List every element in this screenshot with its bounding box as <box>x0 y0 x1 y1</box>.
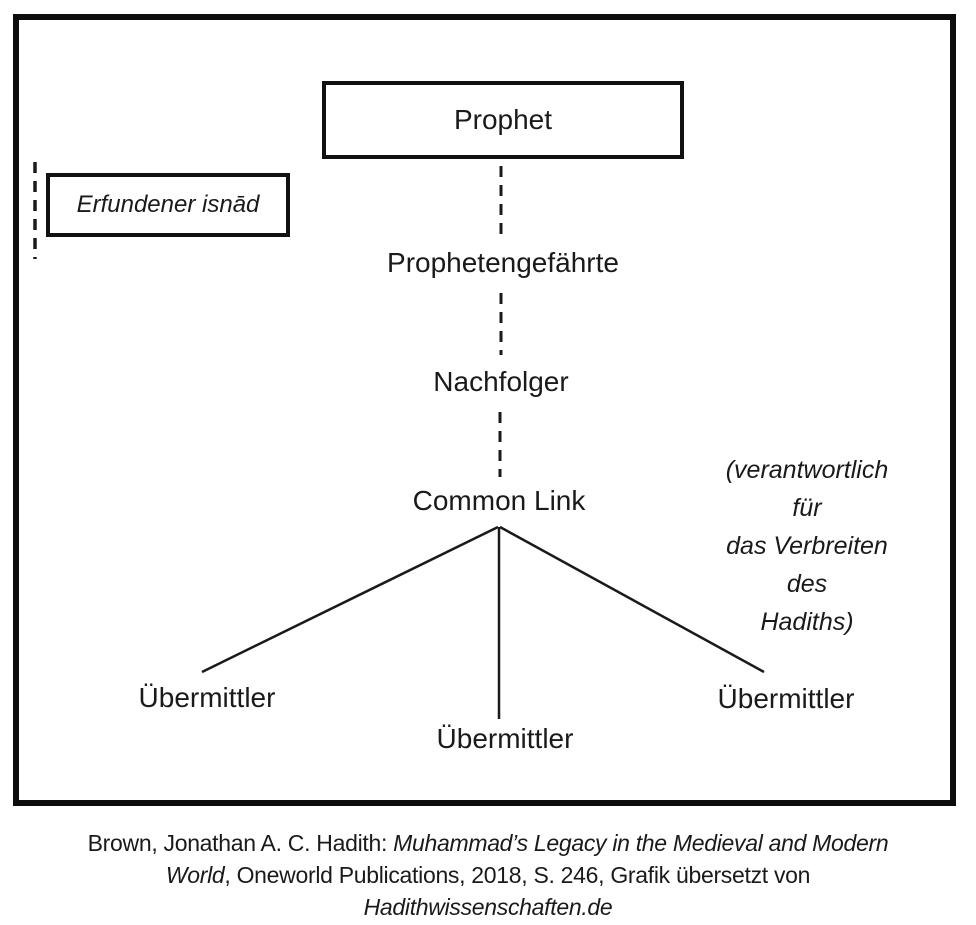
node-uebermittler-right: Übermittler <box>717 683 855 714</box>
citation-line2-italic: World <box>165 862 225 888</box>
diagram-frame <box>13 14 956 806</box>
citation-line1-regular: Brown, Jonathan A. C. Hadith: <box>87 830 394 856</box>
citation-line2-regular: , Oneworld Publications, 2018, S. 246, G… <box>224 862 811 888</box>
citation-line1-italic: Muhammad’s Legacy in the Medieval and Mo… <box>393 830 889 856</box>
legend-erfundener-isnad-label: Erfundener isnād <box>76 191 260 218</box>
citation-line-3: Hadithwissenschaften.de <box>0 891 976 923</box>
node-prophetengefaehrte: Prophetengefährte <box>387 247 619 278</box>
citation-line3-italic: Hadithwissenschaften.de <box>363 894 613 920</box>
node-prophet-label: Prophet <box>453 104 553 135</box>
citation: Brown, Jonathan A. C. Hadith: Muhammad’s… <box>0 827 976 923</box>
node-uebermittler-center: Übermittler <box>436 723 574 754</box>
legend-erfundener-isnad: Erfundener isnād <box>46 173 290 237</box>
citation-line-2: World, Oneworld Publications, 2018, S. 2… <box>0 859 976 891</box>
common-link-annotation: (verantwortlich für das Verbreiten des H… <box>725 456 889 636</box>
node-prophet: Prophet <box>322 81 684 159</box>
node-uebermittler-left: Übermittler <box>138 682 276 713</box>
node-nachfolger: Nachfolger <box>433 366 569 397</box>
node-common-link: Common Link <box>412 485 586 516</box>
citation-line-1: Brown, Jonathan A. C. Hadith: Muhammad’s… <box>0 827 976 859</box>
